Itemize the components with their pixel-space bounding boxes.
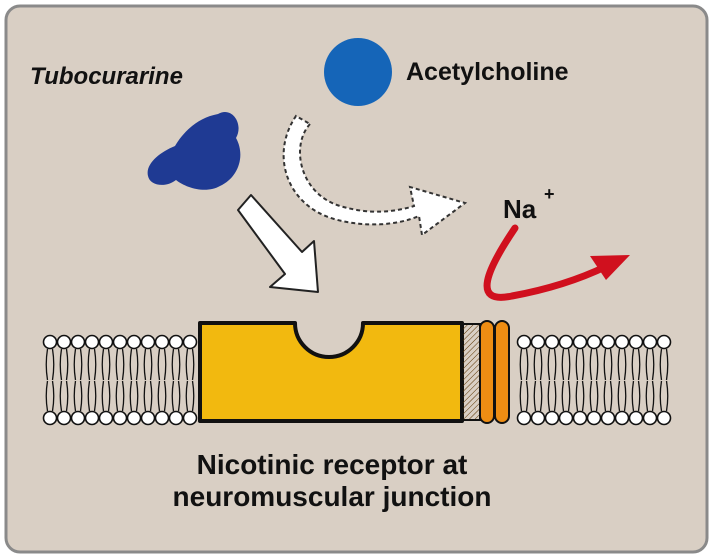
- phospholipid: [112, 380, 128, 426]
- phospholipid: [572, 380, 588, 426]
- phospholipid: [614, 334, 630, 381]
- phospholipid: [516, 380, 532, 426]
- nicotinic-receptor: [198, 321, 464, 423]
- sodium-label: Na: [503, 194, 537, 224]
- ion-channel: [461, 320, 510, 424]
- acetylcholine-path-arrow: [282, 114, 468, 237]
- phospholipid: [70, 380, 86, 426]
- phospholipid: [642, 380, 658, 426]
- sodium-charge: +: [544, 184, 555, 204]
- phospholipid: [600, 334, 616, 381]
- phospholipid: [154, 334, 170, 381]
- phospholipid: [84, 334, 100, 381]
- phospholipid: [168, 380, 184, 426]
- sodium-flow-arrow: [483, 224, 611, 301]
- phospholipid: [154, 380, 170, 426]
- phospholipid: [516, 334, 532, 381]
- phospholipid: [182, 380, 198, 426]
- phospholipid: [84, 380, 100, 426]
- phospholipid: [42, 380, 58, 426]
- lipid-bilayer-left: [42, 334, 198, 426]
- tubocurarine-molecule: [147, 112, 241, 190]
- phospholipid: [656, 380, 672, 426]
- phospholipid: [614, 380, 630, 426]
- phospholipid: [168, 334, 184, 381]
- phospholipid: [182, 334, 198, 381]
- phospholipid: [642, 334, 658, 381]
- phospholipid: [112, 334, 128, 381]
- ion-channel-hatch: [461, 323, 481, 421]
- lipid-bilayer-right: [516, 334, 672, 426]
- phospholipid: [586, 380, 602, 426]
- phospholipid: [628, 334, 644, 381]
- phospholipid: [572, 334, 588, 381]
- phospholipid: [656, 334, 672, 381]
- acetylcholine-label: Acetylcholine: [406, 58, 569, 86]
- phospholipid: [586, 334, 602, 381]
- phospholipid: [558, 334, 574, 381]
- phospholipid: [98, 334, 114, 381]
- ion-channel-half-right: [494, 320, 510, 424]
- phospholipid: [42, 334, 58, 381]
- phospholipid: [544, 334, 560, 381]
- tubocurarine-label: Tubocurarine: [30, 63, 183, 90]
- phospholipid: [98, 380, 114, 426]
- phospholipid: [126, 380, 142, 426]
- phospholipid: [558, 380, 574, 426]
- acetylcholine-molecule: [324, 38, 392, 106]
- phospholipid: [56, 380, 72, 426]
- phospholipid: [544, 380, 560, 426]
- phospholipid: [140, 380, 156, 426]
- phospholipid: [126, 334, 142, 381]
- phospholipid: [530, 334, 546, 381]
- phospholipid: [56, 334, 72, 381]
- phospholipid: [140, 334, 156, 381]
- phospholipid: [628, 380, 644, 426]
- phospholipid: [70, 334, 86, 381]
- caption-line-2: neuromuscular junction: [173, 481, 492, 512]
- ion-channel-half-left: [479, 320, 495, 424]
- caption-line-1: Nicotinic receptor at: [197, 449, 468, 480]
- phospholipid: [530, 380, 546, 426]
- tubocurarine-binding-arrow: [237, 194, 319, 293]
- sodium-arrow-head: [590, 255, 630, 280]
- phospholipid: [600, 380, 616, 426]
